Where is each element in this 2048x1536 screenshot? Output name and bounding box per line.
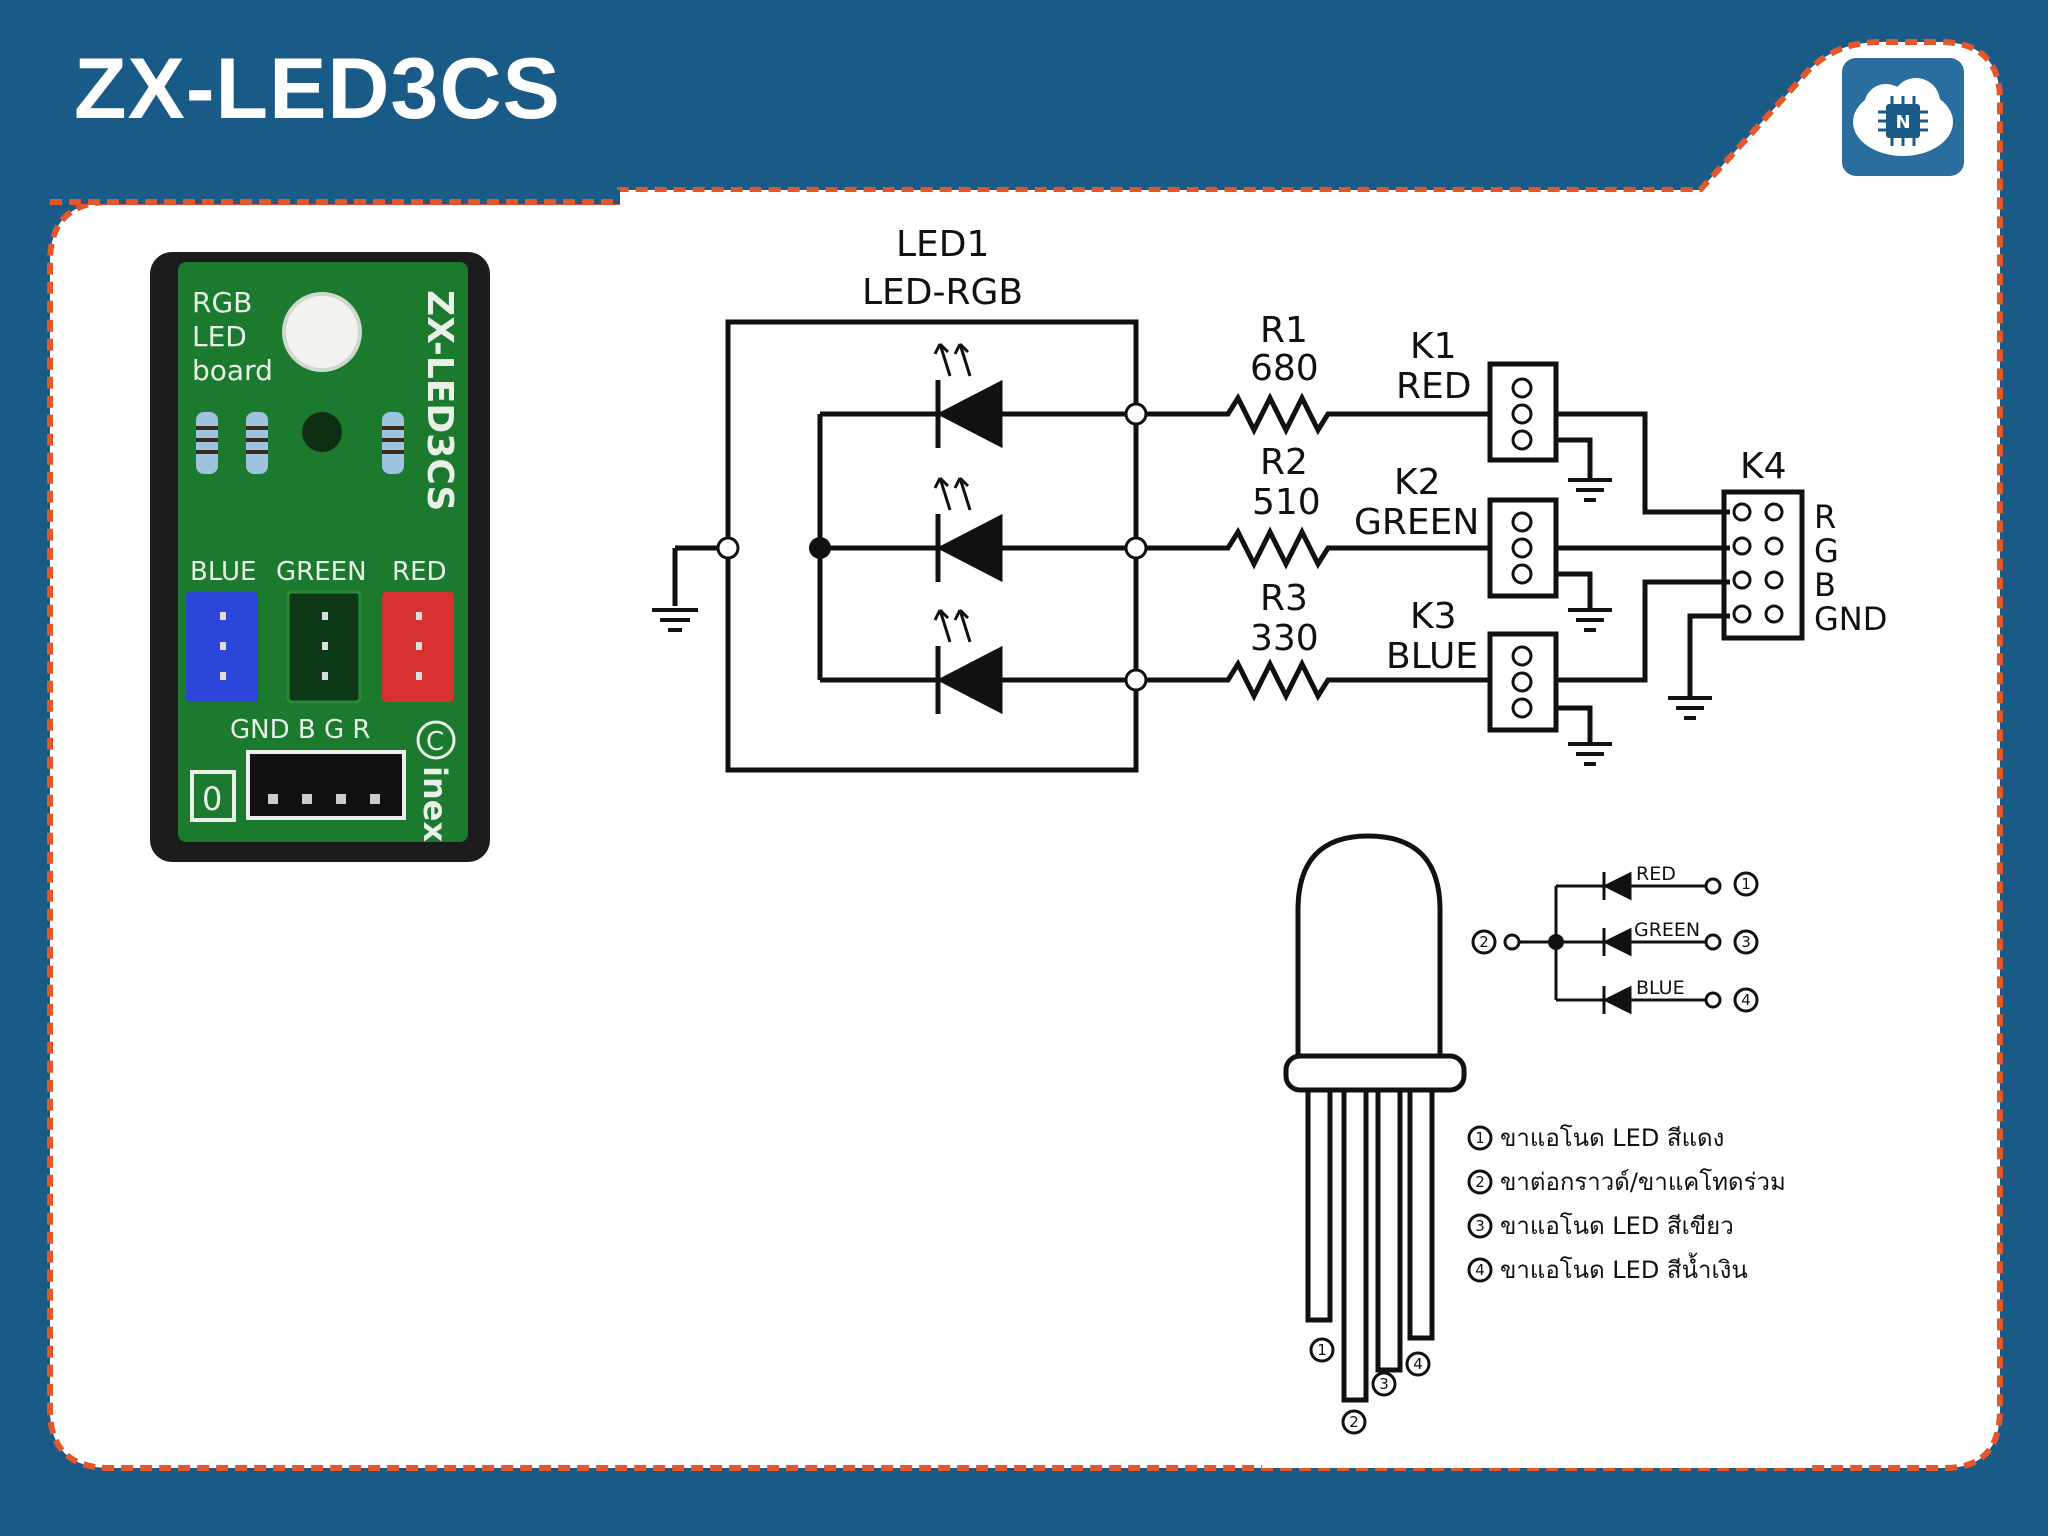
led-pinout-diagram: RED GREEN BLUE 1 2 3 4 2 1 3 4 1 2 3 4 ข… bbox=[1262, 808, 1807, 1468]
led-ref: LED1 bbox=[896, 224, 989, 265]
brand-label: inex bbox=[416, 766, 454, 842]
schematic-num-3: 3 bbox=[1741, 933, 1751, 951]
k4-r: R bbox=[1814, 498, 1836, 536]
zero-box bbox=[190, 770, 236, 822]
board-label-zero: 0 bbox=[202, 780, 222, 818]
rgb-led bbox=[282, 292, 362, 372]
brand-logo: N bbox=[1842, 58, 1964, 176]
r3-ref: R3 bbox=[1260, 578, 1308, 619]
svg-text:N: N bbox=[1895, 112, 1910, 133]
circuit-schematic: LED1 LED-RGB R1 680 R2 510 R3 330 K1 RED… bbox=[620, 192, 1910, 812]
board-photo: RGB LED board ZX-LED3CS BLUE GREEN RED G… bbox=[130, 232, 510, 882]
board-label-rgb: RGB bbox=[192, 286, 252, 319]
k4-b: B bbox=[1814, 566, 1836, 604]
board-pin-labels: GND B G R bbox=[230, 715, 370, 745]
legend-text-2: ขาต่อกราวด์/ขาแคโทดร่วม bbox=[1500, 1168, 1786, 1196]
pin-num-3: 3 bbox=[1379, 1375, 1389, 1393]
k4-g: G bbox=[1814, 532, 1839, 570]
k4-ref: K4 bbox=[1740, 446, 1787, 487]
legend-num-3: 3 bbox=[1475, 1217, 1485, 1235]
legend-text-3: ขาแอโนด LED สีเขียว bbox=[1500, 1212, 1734, 1240]
chip-icon bbox=[1886, 104, 1920, 138]
k2-name: GREEN bbox=[1354, 502, 1479, 543]
legend-num-1: 1 bbox=[1475, 1129, 1485, 1147]
r2-ref: R2 bbox=[1260, 442, 1308, 483]
board-label-green: GREEN bbox=[276, 557, 367, 587]
board-model-label: ZX-LED3CS bbox=[419, 290, 460, 511]
copyright-letter: C bbox=[426, 727, 444, 757]
legend-text-4: ขาแอโนด LED สีน้ำเงิน bbox=[1500, 1252, 1748, 1284]
board-label-red: RED bbox=[392, 557, 447, 587]
k2-ref: K2 bbox=[1394, 462, 1441, 503]
board-label-board: board bbox=[192, 354, 273, 387]
slide-title: ZX-LED3CS bbox=[74, 41, 561, 137]
r1-ref: R1 bbox=[1260, 310, 1308, 351]
schematic-num-1: 1 bbox=[1741, 875, 1751, 893]
pin-num-2: 2 bbox=[1349, 1413, 1359, 1431]
copyright-mark bbox=[416, 720, 456, 760]
r3-value: 330 bbox=[1250, 618, 1319, 659]
schematic-num-2: 2 bbox=[1479, 933, 1489, 951]
k3-ref: K3 bbox=[1410, 596, 1457, 637]
header-connector bbox=[246, 750, 406, 820]
pin-num-4: 4 bbox=[1413, 1355, 1423, 1373]
pin-num-1: 1 bbox=[1317, 1341, 1327, 1359]
r1-value: 680 bbox=[1250, 348, 1319, 389]
mounting-hole bbox=[302, 412, 342, 452]
pin-label-green: GREEN bbox=[1634, 919, 1700, 941]
board-label-led: LED bbox=[192, 320, 247, 353]
board-label-blue: BLUE bbox=[190, 557, 257, 587]
k1-name: RED bbox=[1396, 366, 1471, 407]
resistors bbox=[196, 412, 404, 474]
legend-num-2: 2 bbox=[1475, 1173, 1485, 1191]
k4-gnd: GND bbox=[1814, 600, 1887, 638]
r2-value: 510 bbox=[1252, 482, 1321, 523]
k3-name: BLUE bbox=[1386, 636, 1478, 677]
k1-ref: K1 bbox=[1410, 326, 1457, 367]
legend-text-1: ขาแอโนด LED สีแดง bbox=[1500, 1124, 1724, 1152]
legend-num-4: 4 bbox=[1475, 1261, 1485, 1279]
pin-label-blue: BLUE bbox=[1636, 977, 1685, 999]
pin-label-red: RED bbox=[1636, 863, 1676, 885]
led-type: LED-RGB bbox=[862, 272, 1023, 313]
schematic-num-4: 4 bbox=[1741, 991, 1751, 1009]
